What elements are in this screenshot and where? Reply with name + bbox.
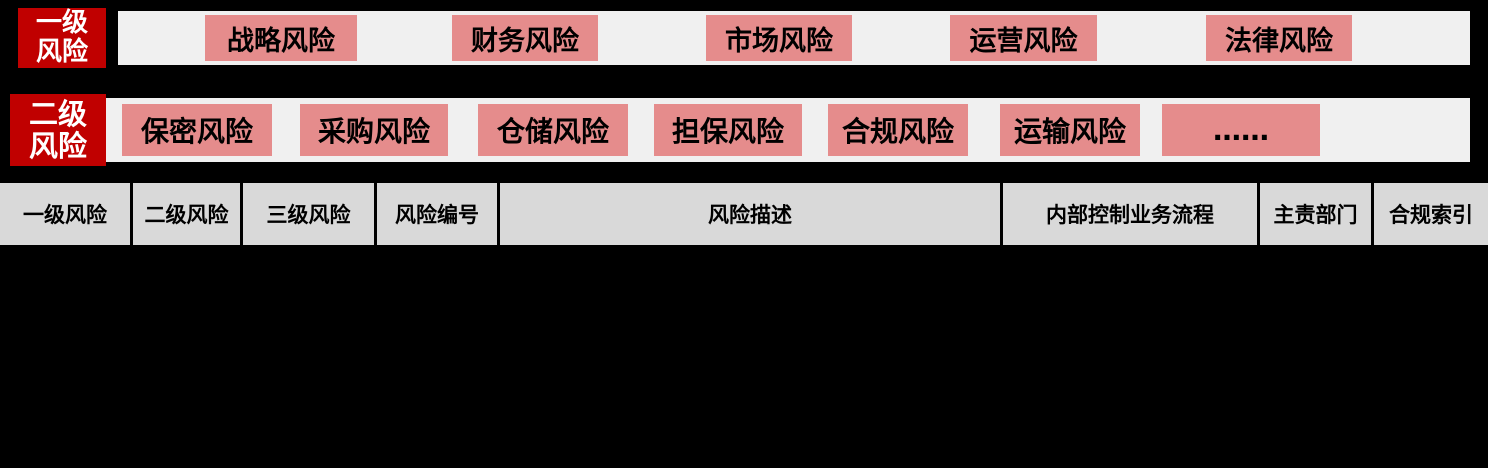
table-header-level2-risk: 二级风险 [133,183,240,245]
level2-risk-tag: 二级风险 [10,94,106,166]
level1-risk-tag: 一级风险 [18,8,106,68]
table-header-internal-control-process: 内部控制业务流程 [1003,183,1257,245]
level1-risk-band: 一级风险 战略风险 财务风险 市场风险 运营风险 法律风险 [0,8,1488,68]
level1-risk-item: 战略风险 [205,15,357,61]
level2-risk-item: 运输风险 [1000,104,1140,156]
table-header-compliance-index: 合规索引 [1374,183,1488,245]
level2-risk-item: 担保风险 [654,104,802,156]
level2-risk-item: 仓储风险 [478,104,628,156]
level2-risk-item: 保密风险 [122,104,272,156]
table-header-level1-risk: 一级风险 [0,183,130,245]
risk-register-header-row: 一级风险 二级风险 三级风险 风险编号 风险描述 内部控制业务流程 主责部门 合… [0,183,1488,245]
table-header-responsible-department: 主责部门 [1260,183,1371,245]
level1-risk-item: 财务风险 [452,15,598,61]
level2-risk-band: 二级风险 保密风险 采购风险 仓储风险 担保风险 合规风险 运输风险 …… [0,94,1488,166]
level2-risk-item: 采购风险 [300,104,448,156]
level1-risk-item: 市场风险 [706,15,852,61]
table-header-risk-number: 风险编号 [377,183,497,245]
level1-risk-item: 运营风险 [950,15,1097,61]
table-header-risk-description: 风险描述 [500,183,1000,245]
table-header-level3-risk: 三级风险 [243,183,374,245]
level2-risk-item-ellipsis: …… [1162,104,1320,156]
level1-risk-tag-label: 一级风险 [35,7,88,67]
level2-risk-item: 合规风险 [828,104,968,156]
level1-risk-item: 法律风险 [1206,15,1352,61]
level2-risk-tag-label: 二级风险 [28,96,87,163]
